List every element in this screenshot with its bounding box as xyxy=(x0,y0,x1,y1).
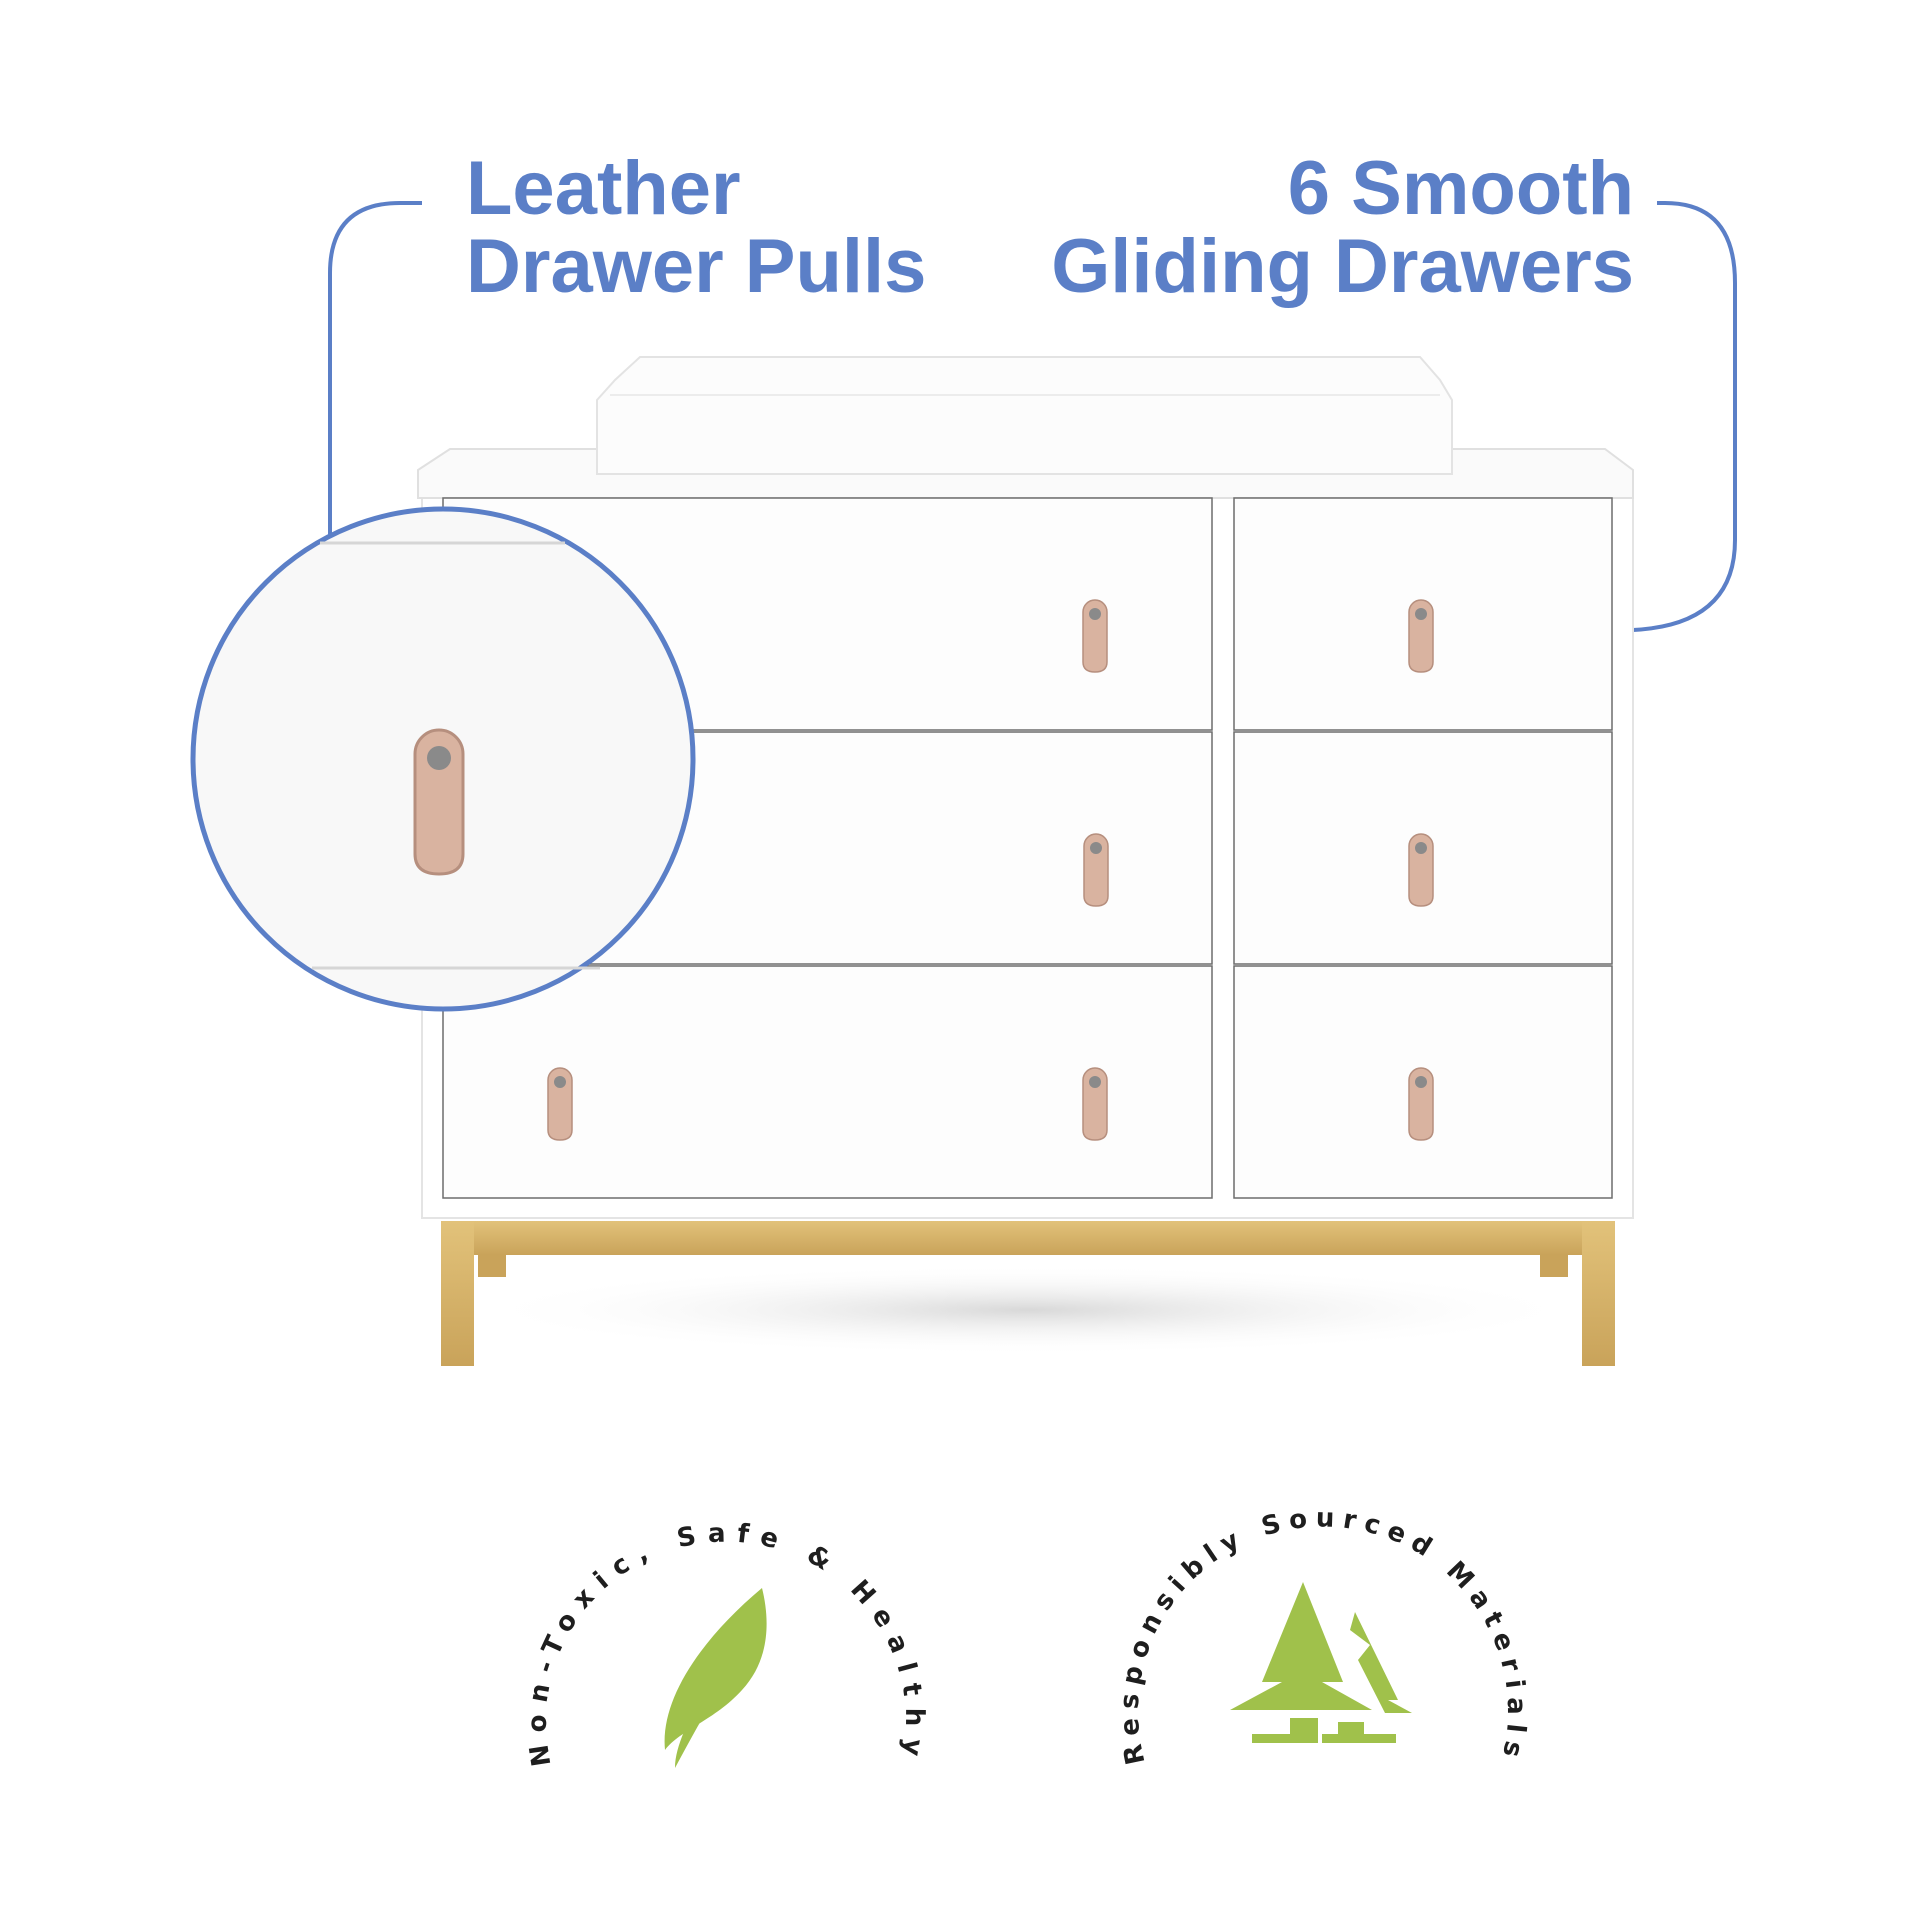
trees-icon xyxy=(1230,1582,1412,1743)
leather-pulls-callout: Leather Drawer Pulls xyxy=(466,150,926,306)
callout-line: Drawer Pulls xyxy=(466,224,927,309)
right-callout-bracket xyxy=(1632,201,1737,632)
gliding-drawers-callout: 6 Smooth Gliding Drawers xyxy=(1051,150,1634,306)
badge-responsibly-sourced: Responsibly Sourced Materials xyxy=(1115,1503,1523,1767)
callout-line: 6 Smooth xyxy=(1287,146,1634,231)
left-callout-bracket xyxy=(328,201,422,535)
pull-zoom-detail xyxy=(190,506,696,1012)
leaf-icon xyxy=(664,1588,767,1768)
callout-line: Gliding Drawers xyxy=(1051,224,1634,309)
badge-non-toxic: Non-Toxic, Safe & Healthy xyxy=(523,1518,918,1768)
callout-line: Leather xyxy=(466,146,741,231)
